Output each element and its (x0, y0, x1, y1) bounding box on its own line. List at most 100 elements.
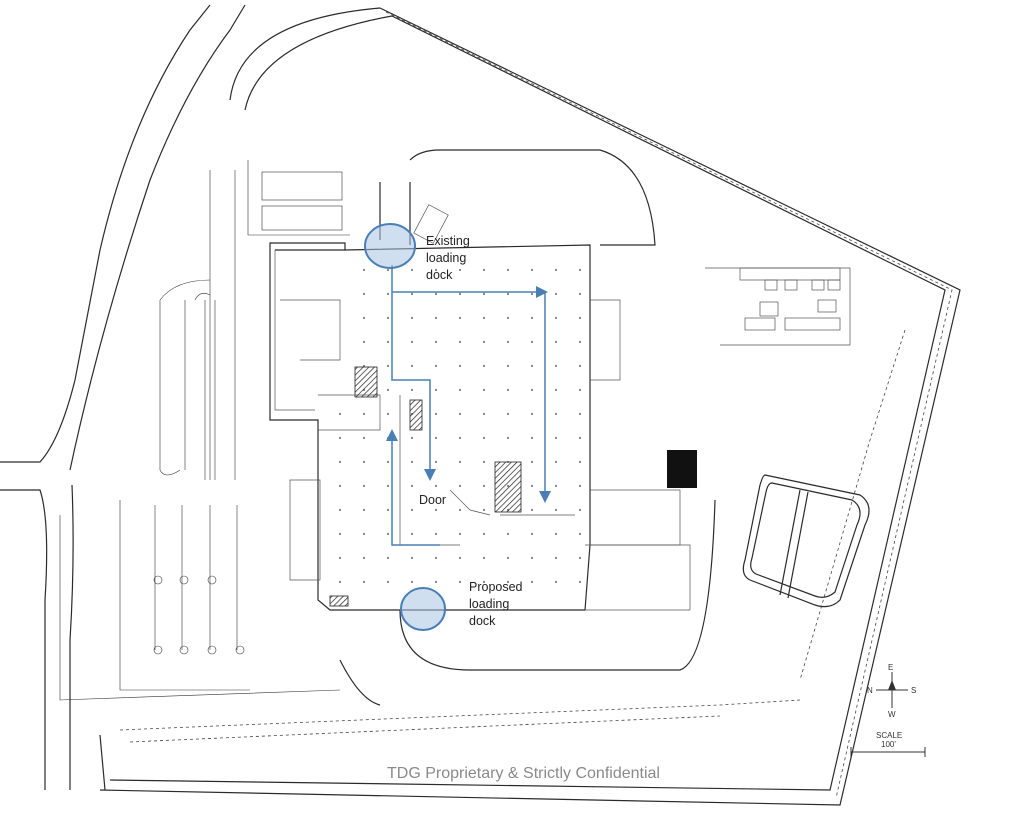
proposed-dock-label-2: loading (469, 597, 509, 611)
column-dot (483, 389, 485, 391)
column-dot (531, 413, 533, 415)
column-dot (531, 341, 533, 343)
column-dot (579, 557, 581, 559)
column-dot (363, 461, 365, 463)
column-dot (411, 509, 413, 511)
column-dot (459, 389, 461, 391)
column-dot (459, 461, 461, 463)
column-dot (339, 413, 341, 415)
existing-dock-label-3: dock (426, 268, 453, 282)
column-dot (579, 341, 581, 343)
column-dot (531, 293, 533, 295)
column-dot (531, 581, 533, 583)
column-dot (387, 557, 389, 559)
column-dot (507, 533, 509, 535)
column-dot (363, 557, 365, 559)
column-dot (483, 485, 485, 487)
column-dot (531, 269, 533, 271)
column-dot (483, 437, 485, 439)
column-dot (579, 533, 581, 535)
column-dot (435, 341, 437, 343)
column-dot (363, 365, 365, 367)
column-dot (579, 413, 581, 415)
proposed-dock-label-1: Proposed (469, 580, 523, 594)
column-dot (459, 533, 461, 535)
transformer-block (667, 450, 697, 488)
site-boundary (99, 7, 961, 806)
column-dot (363, 509, 365, 511)
column-dot (363, 317, 365, 319)
column-dot (387, 437, 389, 439)
column-dot (387, 485, 389, 487)
column-dot (339, 533, 341, 535)
column-dot (555, 293, 557, 295)
column-dot (387, 389, 389, 391)
south-apron (339, 499, 716, 706)
column-dot (459, 341, 461, 343)
column-dot (339, 485, 341, 487)
truck-loop (742, 474, 870, 608)
column-dot (507, 413, 509, 415)
compass-north: N (867, 686, 873, 695)
column-dot (531, 557, 533, 559)
column-dot (411, 557, 413, 559)
column-dot (411, 437, 413, 439)
column-dot (459, 485, 461, 487)
column-dot (579, 389, 581, 391)
column-dot (507, 293, 509, 295)
landscape-strip (119, 329, 906, 743)
column-dot (555, 509, 557, 511)
column-dot (363, 437, 365, 439)
column-dot (435, 581, 437, 583)
column-dot (435, 389, 437, 391)
column-dot (459, 581, 461, 583)
column-dot (483, 581, 485, 583)
column-dot (483, 317, 485, 319)
column-dot (531, 389, 533, 391)
column-dot (435, 437, 437, 439)
column-dot (507, 581, 509, 583)
equipment-yard (705, 267, 851, 346)
column-dot (387, 317, 389, 319)
column-dot (531, 485, 533, 487)
hatched-areas (329, 366, 522, 607)
column-dot (579, 581, 581, 583)
route-arrows (386, 265, 551, 546)
column-dot (579, 365, 581, 367)
scale-bar: SCALE 100' (850, 731, 926, 757)
column-dot (531, 509, 533, 511)
column-dot (579, 269, 581, 271)
column-dot (363, 293, 365, 295)
column-dot (555, 269, 557, 271)
column-dot (459, 365, 461, 367)
compass-south: S (911, 686, 916, 695)
route-main-spine (391, 265, 436, 481)
door-label: Door (419, 493, 446, 507)
parking-lot-north (247, 160, 350, 236)
proposed-dock-highlight (400, 587, 446, 631)
column-dot (387, 365, 389, 367)
column-dot (555, 317, 557, 319)
column-dot (363, 413, 365, 415)
column-dot (435, 509, 437, 511)
column-dot (435, 485, 437, 487)
main-building (269, 242, 691, 611)
column-dot (459, 557, 461, 559)
column-dot (555, 389, 557, 391)
existing-dock-highlight (364, 223, 416, 269)
column-dot (507, 437, 509, 439)
column-dot (459, 317, 461, 319)
column-dot (459, 437, 461, 439)
column-dot (531, 437, 533, 439)
column-dot (483, 269, 485, 271)
existing-dock-label-1: Existing (426, 234, 470, 248)
column-dot (579, 509, 581, 511)
column-dot (411, 461, 413, 463)
column-dot (483, 461, 485, 463)
column-dot (387, 533, 389, 535)
column-dot (411, 581, 413, 583)
column-dot (459, 509, 461, 511)
column-dot (579, 437, 581, 439)
column-dot (411, 389, 413, 391)
column-dot (507, 557, 509, 559)
